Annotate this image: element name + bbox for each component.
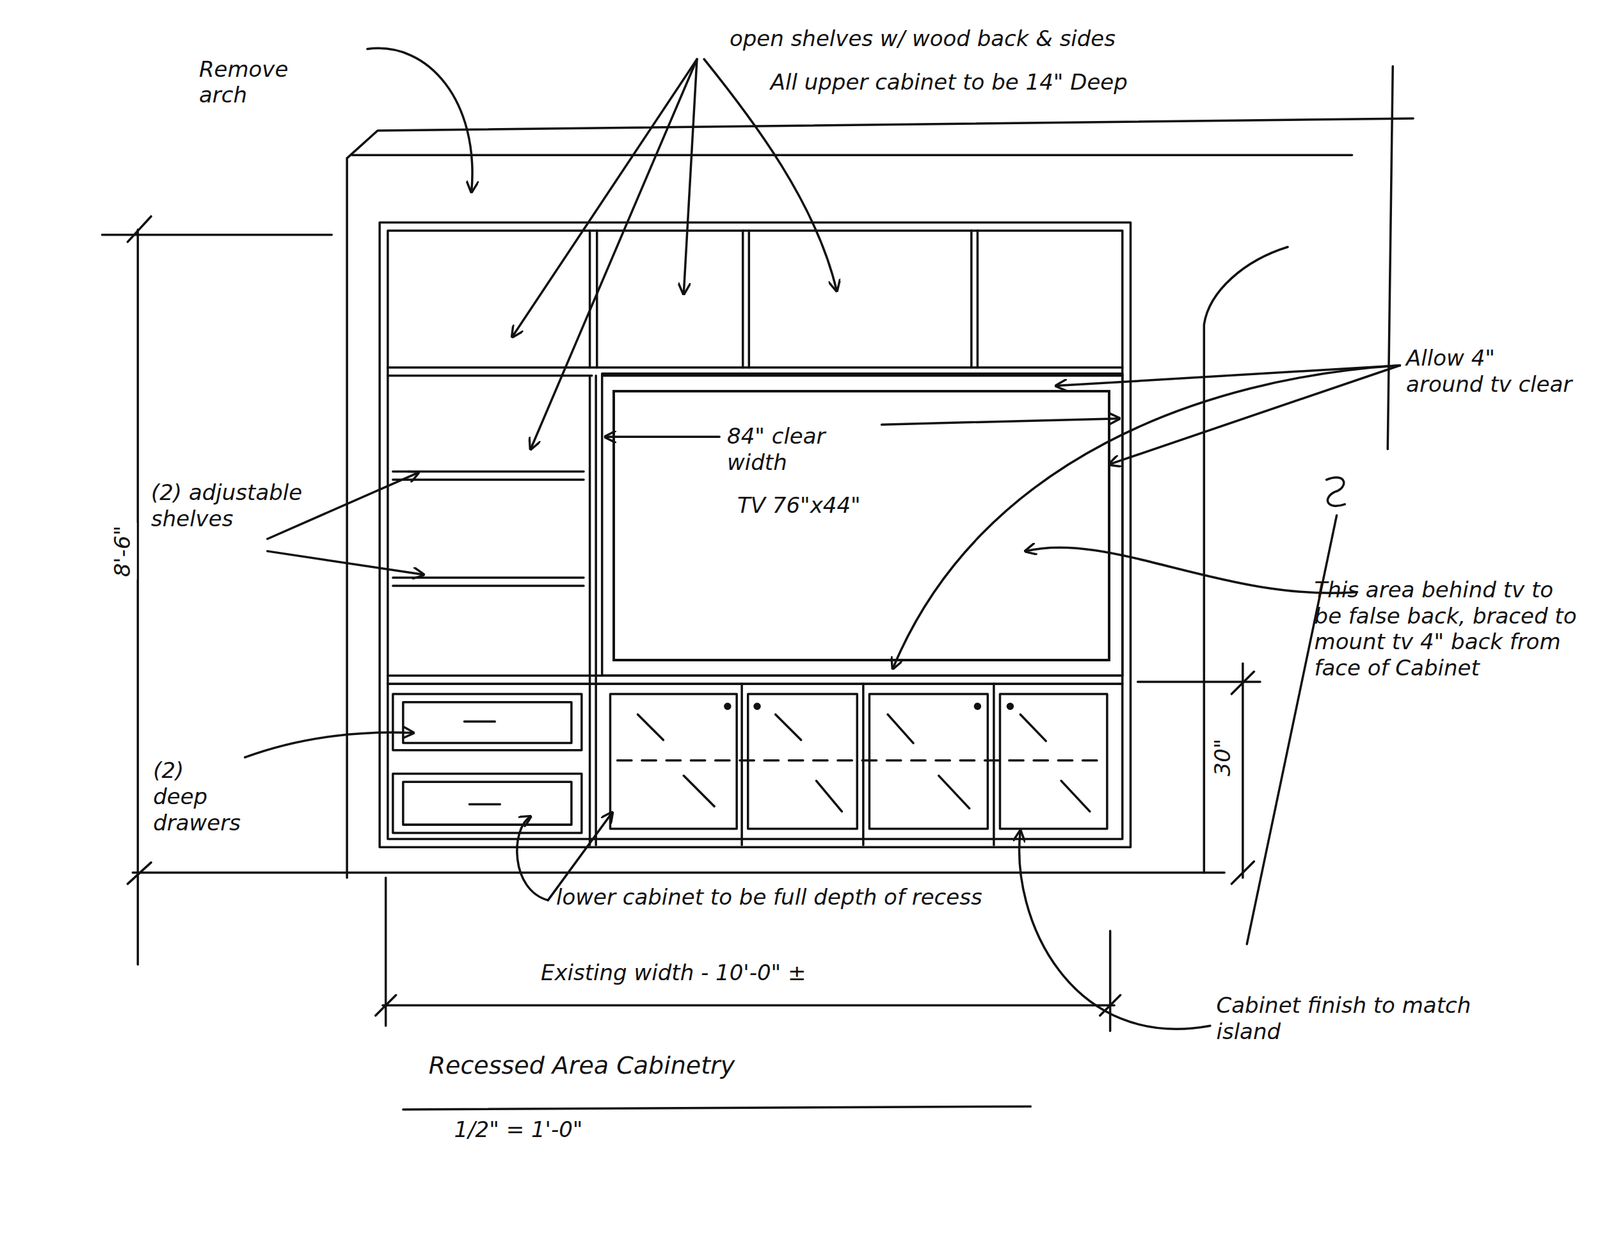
dimension-line	[382, 1004, 1115, 1007]
adjustable-shelf	[392, 471, 584, 587]
scale-note: 1/2" = 1'-0"	[454, 1116, 584, 1143]
note: All upper cabinet to be 14" Deep	[770, 69, 1128, 96]
leader-line	[367, 48, 473, 192]
tv-area: 84" clear width TV 76"x44"	[612, 389, 1111, 662]
door-knob	[754, 703, 760, 709]
cabinet-inner-line	[387, 230, 1123, 839]
drawer-pull	[464, 721, 501, 804]
dimension-arrow	[605, 435, 720, 439]
counter-line	[387, 675, 1123, 684]
leader-line	[1109, 365, 1400, 465]
cabinet-outline	[379, 222, 1131, 848]
leader-line	[245, 732, 414, 758]
glass-mark	[638, 714, 1090, 811]
door-knob	[974, 703, 980, 709]
note: (2) adjustable shelves	[151, 479, 325, 532]
note: Remove arch	[199, 56, 312, 109]
dimension-text: 8'-6"	[108, 522, 137, 580]
note: Allow 4" around tv clear	[1406, 344, 1575, 398]
note: Cabinet finish to match island	[1216, 992, 1513, 1045]
dimension-arrow	[881, 418, 1120, 425]
break-mark	[1326, 477, 1346, 506]
wall-line	[352, 154, 1352, 157]
tv-size-text: TV 76"x44"	[737, 492, 952, 519]
door-gap	[741, 683, 994, 845]
dimension-line	[1241, 663, 1245, 878]
floor-line	[132, 871, 1225, 874]
upper-divider	[590, 230, 978, 368]
tv-opening	[602, 373, 1123, 676]
extension-line	[102, 233, 333, 237]
dimension-text: 30"	[1208, 736, 1238, 779]
note: (2) deep drawers	[152, 757, 243, 836]
glass-mark	[617, 759, 1101, 762]
leader-line	[267, 551, 424, 575]
leader-line	[1025, 547, 1357, 593]
dimension-line	[136, 229, 140, 965]
wall-line	[346, 118, 1414, 878]
drawing-title: Recessed Area Cabinetry	[428, 1050, 736, 1081]
extension-line	[385, 877, 1111, 1031]
note: lower cabinet to be full depth of recess	[556, 883, 983, 911]
door-knob	[725, 703, 731, 709]
leader-line	[1019, 830, 1211, 1029]
leader-line	[683, 58, 697, 294]
wall-line	[1387, 66, 1393, 450]
leader-line	[512, 58, 697, 337]
door-knob	[1007, 703, 1013, 709]
leader-line	[517, 816, 548, 900]
dimension-tick	[375, 994, 1121, 1016]
title-underline	[403, 1105, 1031, 1110]
dimension-text: 84" clear width	[727, 423, 880, 476]
arch-line	[1203, 247, 1288, 873]
note: open shelves w/ wood back & sides	[729, 25, 1116, 52]
dimension-text: Existing width - 10'-0" ±	[540, 959, 807, 986]
note: This area behind tv to be false back, br…	[1314, 576, 1586, 681]
column-divider	[590, 375, 597, 845]
